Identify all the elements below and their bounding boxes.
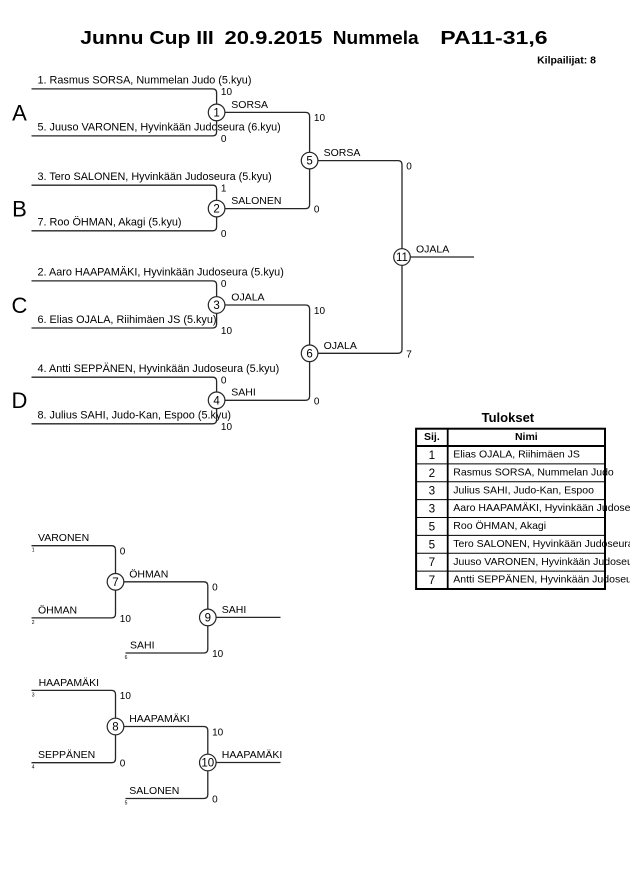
svg-text:6: 6: [125, 655, 128, 661]
svg-text:0: 0: [212, 583, 218, 594]
svg-text:7: 7: [406, 349, 412, 360]
svg-text:7: 7: [429, 556, 436, 569]
svg-text:10: 10: [221, 87, 233, 98]
svg-text:10: 10: [120, 691, 132, 702]
svg-text:1: 1: [429, 449, 436, 462]
svg-text:10: 10: [314, 306, 326, 317]
svg-text:5: 5: [429, 538, 436, 551]
svg-text:C: C: [12, 293, 28, 318]
svg-text:SALONEN: SALONEN: [129, 785, 179, 797]
svg-text:2. Aaro HAAPAMÄKI, Hyvinkään J: 2. Aaro HAAPAMÄKI, Hyvinkään Judoseura (…: [38, 267, 284, 279]
svg-text:Kilpailijat: 8: Kilpailijat: 8: [537, 55, 596, 67]
svg-text:A: A: [12, 100, 27, 125]
svg-text:ÖHMAN: ÖHMAN: [129, 568, 168, 580]
svg-text:HAAPAMÄKI: HAAPAMÄKI: [39, 677, 100, 689]
svg-text:0: 0: [221, 134, 227, 145]
svg-text:1. Rasmus SORSA, Nummelan Judo: 1. Rasmus SORSA, Nummelan Judo (5.kyu): [38, 75, 252, 87]
svg-text:10: 10: [221, 326, 233, 337]
svg-text:8: 8: [112, 722, 118, 734]
svg-text:10: 10: [212, 649, 224, 660]
svg-text:4: 4: [32, 765, 35, 771]
svg-text:OJALA: OJALA: [416, 244, 449, 256]
svg-text:5. Juuso VARONEN, Hyvinkään Ju: 5. Juuso VARONEN, Hyvinkään Judoseura (6…: [38, 122, 281, 134]
svg-text:10: 10: [201, 758, 214, 770]
svg-text:HAAPAMÄKI: HAAPAMÄKI: [129, 713, 190, 725]
svg-text:VARONEN: VARONEN: [38, 532, 89, 544]
svg-text:Elias OJALA, Riihimäen JS: Elias OJALA, Riihimäen JS: [453, 449, 580, 461]
svg-text:3. Tero SALONEN, Hyvinkään Jud: 3. Tero SALONEN, Hyvinkään Judoseura (5.…: [38, 171, 272, 183]
svg-text:SALONEN: SALONEN: [231, 195, 281, 207]
svg-text:10: 10: [212, 727, 224, 738]
svg-text:2: 2: [213, 204, 219, 216]
svg-text:10: 10: [120, 614, 132, 625]
svg-text:HAAPAMÄKI: HAAPAMÄKI: [222, 749, 282, 761]
svg-text:Nummela: Nummela: [333, 27, 420, 48]
svg-text:3: 3: [429, 503, 436, 516]
svg-text:11: 11: [396, 252, 408, 264]
svg-text:SEPPÄNEN: SEPPÄNEN: [38, 749, 95, 761]
svg-text:3: 3: [429, 485, 436, 498]
svg-text:4. Antti SEPPÄNEN, Hyvinkään J: 4. Antti SEPPÄNEN, Hyvinkään Judoseura (…: [38, 363, 280, 375]
svg-text:8. Julius SAHI, Judo-Kan, Espo: 8. Julius SAHI, Judo-Kan, Espoo (5.kyu): [38, 410, 231, 422]
svg-text:SORSA: SORSA: [231, 99, 268, 111]
svg-text:0: 0: [212, 795, 218, 806]
svg-text:Sij.: Sij.: [424, 431, 440, 443]
svg-text:Juuso VARONEN, Hyvinkään Judos: Juuso VARONEN, Hyvinkään Judoseura: [453, 556, 630, 568]
svg-text:Tulokset: Tulokset: [482, 410, 535, 425]
svg-text:9: 9: [205, 612, 211, 624]
svg-text:0: 0: [120, 759, 126, 770]
svg-text:0: 0: [221, 375, 227, 386]
svg-text:B: B: [12, 197, 27, 222]
svg-text:5: 5: [306, 156, 312, 168]
svg-text:10: 10: [314, 113, 326, 124]
svg-text:7. Roo ÖHMAN, Akagi (5.kyu): 7. Roo ÖHMAN, Akagi (5.kyu): [38, 217, 182, 229]
svg-text:Tero SALONEN, Hyvinkään Judose: Tero SALONEN, Hyvinkään Judoseura: [453, 538, 630, 550]
svg-text:OJALA: OJALA: [324, 340, 357, 352]
svg-text:2: 2: [32, 620, 35, 626]
svg-text:Rasmus SORSA, Nummelan Judo: Rasmus SORSA, Nummelan Judo: [453, 466, 614, 478]
svg-text:SAHI: SAHI: [231, 387, 256, 399]
svg-text:7: 7: [429, 574, 436, 587]
svg-text:Julius SAHI, Judo-Kan, Espoo: Julius SAHI, Judo-Kan, Espoo: [453, 484, 594, 496]
svg-text:5: 5: [125, 801, 128, 807]
svg-text:PA11-31,6: PA11-31,6: [440, 27, 547, 48]
svg-text:SAHI: SAHI: [130, 640, 155, 652]
svg-text:SAHI: SAHI: [222, 604, 247, 616]
svg-text:Nimi: Nimi: [515, 431, 538, 443]
svg-text:0: 0: [314, 396, 320, 407]
svg-text:0: 0: [221, 279, 227, 290]
svg-text:Aaro HAAPAMÄKI, Hyvinkään Judo: Aaro HAAPAMÄKI, Hyvinkään Judoseura: [453, 502, 630, 514]
svg-text:Antti SEPPÄNEN, Hyvinkään Judo: Antti SEPPÄNEN, Hyvinkään Judoseura: [453, 574, 630, 586]
svg-text:20.9.2015: 20.9.2015: [225, 27, 323, 48]
svg-text:Junnu Cup III: Junnu Cup III: [80, 27, 214, 48]
svg-text:Roo ÖHMAN, Akagi: Roo ÖHMAN, Akagi: [453, 520, 546, 532]
svg-text:D: D: [12, 388, 28, 413]
svg-text:0: 0: [120, 547, 126, 558]
svg-text:0: 0: [221, 229, 227, 240]
svg-text:1: 1: [221, 183, 227, 194]
svg-text:1: 1: [213, 107, 219, 119]
svg-text:3: 3: [32, 692, 35, 698]
svg-text:0: 0: [314, 205, 320, 216]
svg-text:OJALA: OJALA: [231, 291, 264, 303]
svg-text:SORSA: SORSA: [324, 147, 361, 159]
svg-text:0: 0: [406, 161, 412, 172]
svg-text:ÖHMAN: ÖHMAN: [38, 604, 77, 616]
svg-text:5: 5: [429, 520, 436, 533]
svg-text:6: 6: [306, 348, 312, 360]
svg-text:4: 4: [213, 395, 220, 407]
svg-text:7: 7: [112, 577, 118, 589]
svg-text:2: 2: [429, 467, 436, 480]
svg-text:6. Elias OJALA, Riihimäen JS (: 6. Elias OJALA, Riihimäen JS (5.kyu): [38, 314, 217, 326]
svg-text:3: 3: [213, 300, 219, 312]
svg-text:1: 1: [32, 548, 35, 554]
svg-text:10: 10: [221, 422, 233, 433]
